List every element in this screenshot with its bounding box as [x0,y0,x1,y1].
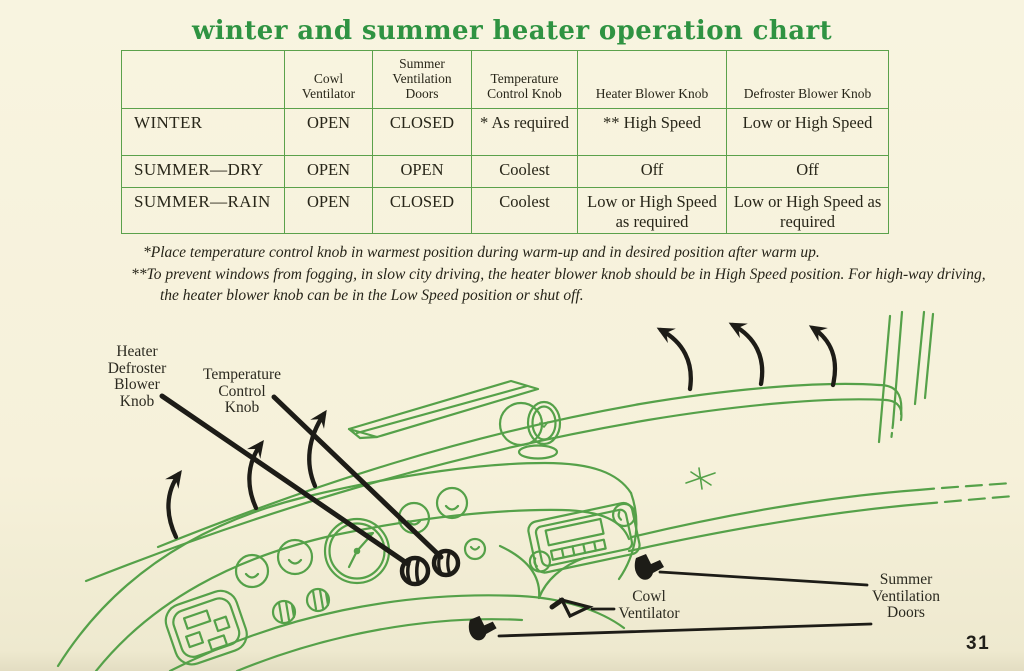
cowl-ventilator-handle [549,597,594,619]
a-pillar [877,310,935,444]
airflow-arrow-icon [728,322,765,387]
airflow-arrow-icon [165,469,182,540]
row-label: SUMMER—RAIN [121,187,285,234]
heater-operation-table: Cowl Ventilator Summer Ventilation Doors… [121,50,889,234]
airflow-arrow-icon [247,440,264,511]
airflow-arrows [165,322,838,540]
footnote-fogging: **To prevent windows from fogging, in sl… [131,266,986,304]
door-beltline [627,481,1016,553]
cell: Off [577,155,727,188]
cell: Coolest [471,155,578,188]
vent-handle-icon [634,554,664,580]
airflow-arrow-icon [656,327,693,392]
col-header-summer-ventilation-doors: Summer Ventilation Doors [372,50,472,109]
summer-vent-handle-lower [468,615,497,641]
col-header-heater-blower-knob: Heater Blower Knob [577,50,727,109]
clock-pod [498,400,562,460]
page-title: winter and summer heater operation chart [192,16,832,46]
vent-handle-icon [468,615,497,641]
row-label: SUMMER—DRY [121,155,285,188]
airflow-arrow-icon [808,325,838,388]
gauges [234,486,487,589]
temperature-control-knob-drawing [431,548,461,578]
cell: Low or High Speed [726,108,889,156]
cell: OPEN [372,155,472,188]
cell: CLOSED [372,108,472,156]
knurled-knobs [271,587,331,625]
cell: Low or High Speed as required [577,187,727,234]
label-summer-ventilation-doors: Summer Ventilation Doors [871,571,941,621]
defroster-outlet [347,379,540,440]
col-header-blank [121,50,285,109]
summer-vent-handle-upper [634,554,664,580]
heater-control-panel [164,589,248,666]
cell: OPEN [284,155,373,188]
col-header-cowl-ventilator: Cowl Ventilator [284,50,373,109]
label-temperature-control-knob: Temperature Control Knob [202,366,282,416]
table-row-summer-dry: SUMMER—DRY OPEN OPEN Coolest Off Off [121,155,889,188]
label-cowl-ventilator: Cowl Ventilator [618,588,680,622]
cell: ** High Speed [577,108,727,156]
sparkle-icon [685,467,716,490]
cell: CLOSED [372,187,472,234]
radio [527,501,641,574]
heater-blower-knob-drawing [399,555,431,587]
page-number: 31 [966,633,991,654]
vent-handle-icon [558,597,594,619]
cell: * As required [471,108,578,156]
col-header-temperature-control-knob: Temperature Control Knob [471,50,578,109]
label-heater-defroster-blower-knob: Heater Defroster Blower Knob [107,343,167,410]
instrument-cluster-outline [56,461,638,671]
cell: Low or High Speed as required [726,187,889,234]
airflow-arrow-icon [307,409,327,489]
label-leader-lines-knobs [159,393,444,567]
footnote-temperature-knob: *Place temperature control knob in warme… [143,244,820,261]
label-leader-lines-vents [497,570,873,638]
cell: Coolest [471,187,578,234]
table-row-summer-rain: SUMMER—RAIN OPEN CLOSED Coolest Low or H… [121,187,889,234]
